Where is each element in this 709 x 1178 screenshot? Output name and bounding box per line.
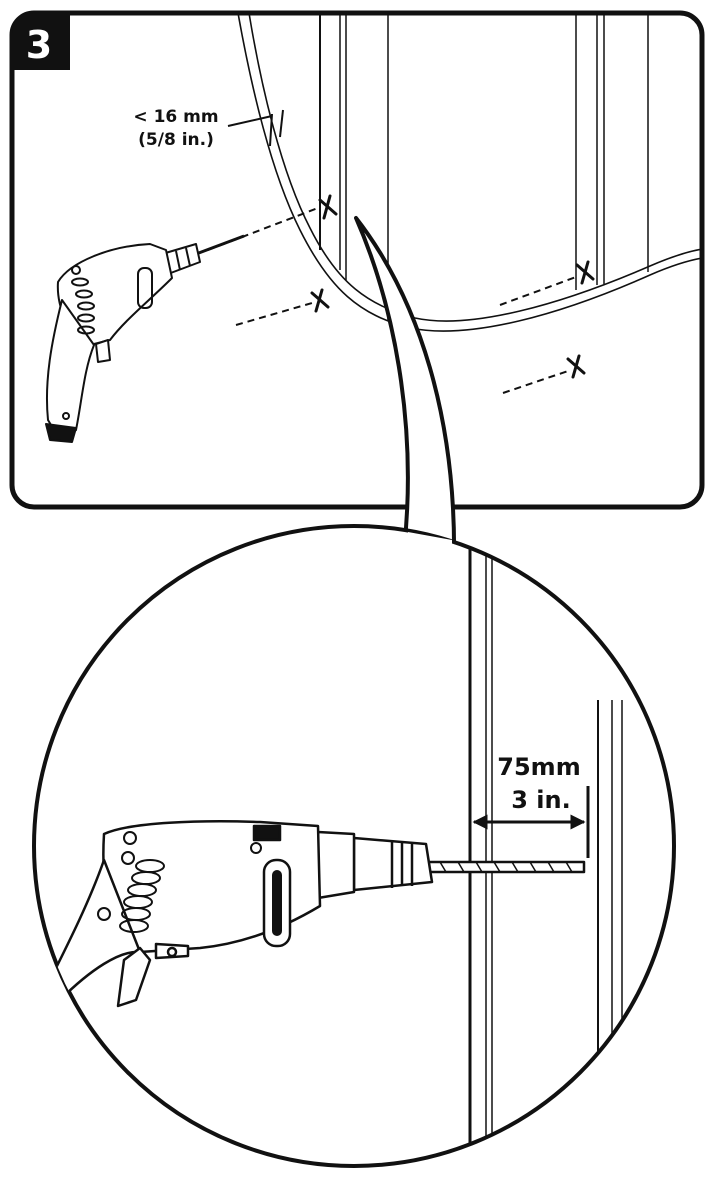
depth-label-metric: 75mm: [497, 753, 580, 781]
post-edges: [319, 13, 649, 320]
drill-mark-4: [502, 354, 586, 394]
depth-dimension: [472, 786, 590, 858]
drill-mark-2: [235, 288, 330, 326]
detail-power-drill-icon: [48, 820, 586, 1008]
power-drill-icon: [45, 234, 245, 443]
depth-label-imperial: 3 in.: [511, 786, 570, 814]
drill-mark-3: [499, 260, 595, 306]
top-panel: < 16 mm (5/8 in.): [9, 10, 705, 510]
drill-mark-x-icon: [566, 354, 586, 379]
step-number: 3: [26, 23, 52, 67]
drill-mark-x-icon: [310, 288, 330, 313]
drill-mark-x-icon: [575, 260, 595, 285]
gap-label-metric: < 16 mm: [133, 107, 218, 127]
drill-bit: [426, 860, 586, 874]
drill-mark-1: [207, 194, 338, 251]
gap-leader: [227, 109, 284, 147]
detail-view: 75mm 3 in.: [32, 524, 676, 1168]
drill-mark-x-icon: [318, 194, 338, 220]
step-number-badge: 3: [12, 13, 70, 70]
gap-label-imperial: (5/8 in.): [138, 130, 214, 150]
